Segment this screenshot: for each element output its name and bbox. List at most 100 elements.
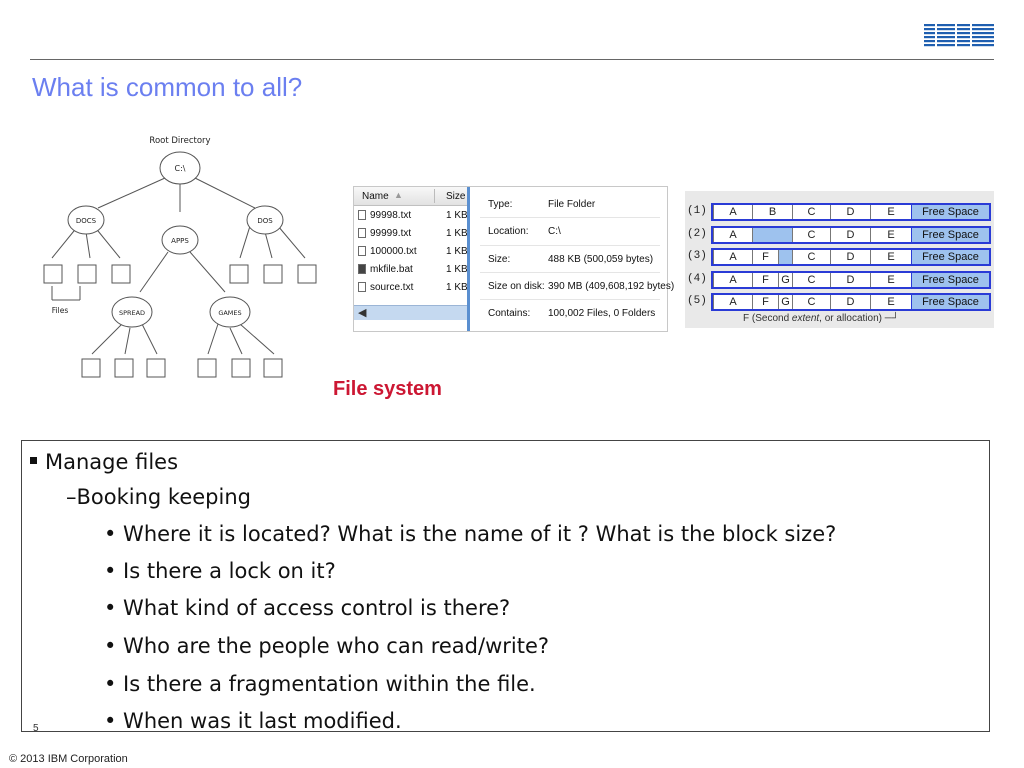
bullet-level-3: • Is there a lock on it?: [104, 559, 336, 583]
batch-file-icon: [358, 264, 366, 274]
block-cell: D: [830, 227, 870, 243]
bullet-level-3: • Where it is located? What is the name …: [104, 522, 837, 546]
block-cell: A: [713, 272, 752, 288]
row-index: (1): [687, 205, 707, 217]
allocation-row: (2) A C D E Free Space: [685, 226, 994, 246]
text-file-icon: [358, 282, 366, 292]
header-rule: [30, 59, 994, 60]
sort-ascending-icon: ▲: [394, 190, 403, 200]
file-row[interactable]: 100000.txt 1 KB: [354, 243, 468, 261]
file-name: 99998.txt: [370, 210, 412, 221]
block-cell: E: [870, 272, 911, 288]
row-index: (4): [687, 273, 707, 285]
block-cell: E: [870, 294, 911, 310]
block-cell: D: [830, 294, 870, 310]
apps-node: [161, 225, 199, 255]
file-system-label: File system: [333, 378, 442, 400]
block-cell: D: [830, 204, 870, 220]
games-node: [209, 296, 251, 328]
bullet-level-3: • When was it last modified.: [104, 709, 402, 733]
file-row[interactable]: 99998.txt 1 KB: [354, 207, 468, 225]
block-cell: F: [752, 294, 778, 310]
bullet-level-3: • Is there a fragmentation within the fi…: [104, 672, 536, 696]
block-cell: E: [870, 249, 911, 265]
ibm-logo: IBM: [924, 22, 994, 50]
spread-node: [111, 296, 153, 328]
block-cell: E: [870, 204, 911, 220]
block-cell: B: [752, 204, 792, 220]
svg-text:DOCS: DOCS: [76, 217, 97, 225]
allocation-diagram: (1) A B C D E Free Space (2) A C D E Fre…: [685, 191, 994, 328]
file-size: 1 KB: [446, 264, 468, 275]
file-name: source.txt: [370, 282, 414, 293]
property-label: Size:: [488, 254, 511, 265]
horizontal-scrollbar[interactable]: ◀: [354, 305, 468, 320]
free-space-cell: Free Space: [911, 249, 989, 265]
allocation-row: (4) A F G C D E Free Space: [685, 271, 994, 291]
directory-tree-diagram: Root Directory C:\ DOCS APPS DOS SPREAD …: [43, 136, 317, 378]
file-name: 99999.txt: [370, 228, 412, 239]
row-index: (5): [687, 295, 707, 307]
file-size: 1 KB: [446, 246, 468, 257]
bullet-level-1: Manage files: [30, 450, 178, 474]
svg-text:Files: Files: [52, 306, 69, 315]
scroll-left-icon[interactable]: ◀: [358, 307, 367, 319]
block-cell: E: [870, 227, 911, 243]
file-size: 1 KB: [446, 210, 468, 221]
block-cell: C: [792, 272, 830, 288]
block-cell: C: [792, 227, 830, 243]
file-row[interactable]: mkfile.bat 1 KB: [354, 261, 468, 279]
property-value: 488 KB (500,059 bytes): [548, 254, 654, 265]
property-value: File Folder: [548, 199, 596, 210]
file-row[interactable]: 99999.txt 1 KB: [354, 225, 468, 243]
property-divider: [480, 217, 660, 218]
free-space-cell: Free Space: [911, 204, 989, 220]
svg-text:DOS: DOS: [257, 217, 273, 225]
row-index: (3): [687, 250, 707, 262]
content-box: Manage files –Booking keeping • Where it…: [21, 440, 990, 733]
property-label: Type:: [488, 199, 513, 210]
bullet-level-3: • Who are the people who can read/write?: [104, 634, 550, 658]
free-space-cell: Free Space: [911, 227, 989, 243]
block-cell: F: [752, 272, 778, 288]
free-space-cell: Free Space: [911, 272, 989, 288]
block-cell: C: [792, 204, 830, 220]
block-cell: D: [830, 272, 870, 288]
copyright: © 2013 IBM Corporation: [9, 753, 128, 765]
bullet-level-2: –Booking keeping: [66, 485, 251, 509]
text-file-icon: [358, 228, 366, 238]
file-list: Name ▲ Size 99998.txt 1 KB 99999.txt 1 K…: [354, 187, 468, 331]
explorer-window: Name ▲ Size 99998.txt 1 KB 99999.txt 1 K…: [353, 186, 674, 332]
file-name: 100000.txt: [370, 246, 417, 257]
file-size: 1 KB: [446, 282, 468, 293]
svg-text:C:\: C:\: [175, 164, 186, 173]
svg-text:Root Directory: Root Directory: [149, 136, 210, 146]
block-cell: A: [713, 204, 752, 220]
size-column-header[interactable]: Size: [446, 191, 466, 202]
block-cell: D: [830, 249, 870, 265]
dos-node: [246, 205, 284, 235]
block-cell: G: [778, 294, 792, 310]
property-value: C:\: [548, 226, 561, 237]
property-divider: [480, 299, 660, 300]
block-cell: A: [713, 249, 752, 265]
bullet-level-3: • What kind of access control is there?: [104, 596, 511, 620]
file-size: 1 KB: [446, 228, 468, 239]
text-file-icon: [358, 210, 366, 220]
property-label: Location:: [488, 226, 529, 237]
file-row[interactable]: source.txt 1 KB: [354, 279, 468, 297]
name-column-header[interactable]: Name: [362, 191, 389, 202]
property-label: Contains:: [488, 308, 531, 319]
root-node: [159, 151, 201, 185]
svg-text:SPREAD: SPREAD: [119, 309, 145, 317]
column-divider[interactable]: [434, 189, 435, 203]
freed-block-cell: [752, 227, 792, 243]
pane-splitter[interactable]: [467, 187, 470, 331]
svg-text:GAMES: GAMES: [218, 309, 241, 317]
property-value: 100,002 Files, 0 Folders: [548, 308, 656, 319]
docs-node: [67, 205, 105, 235]
slide-title: What is common to all?: [32, 72, 303, 102]
block-cell: A: [713, 227, 752, 243]
block-cell: G: [778, 272, 792, 288]
file-list-header: Name ▲ Size: [354, 187, 468, 206]
